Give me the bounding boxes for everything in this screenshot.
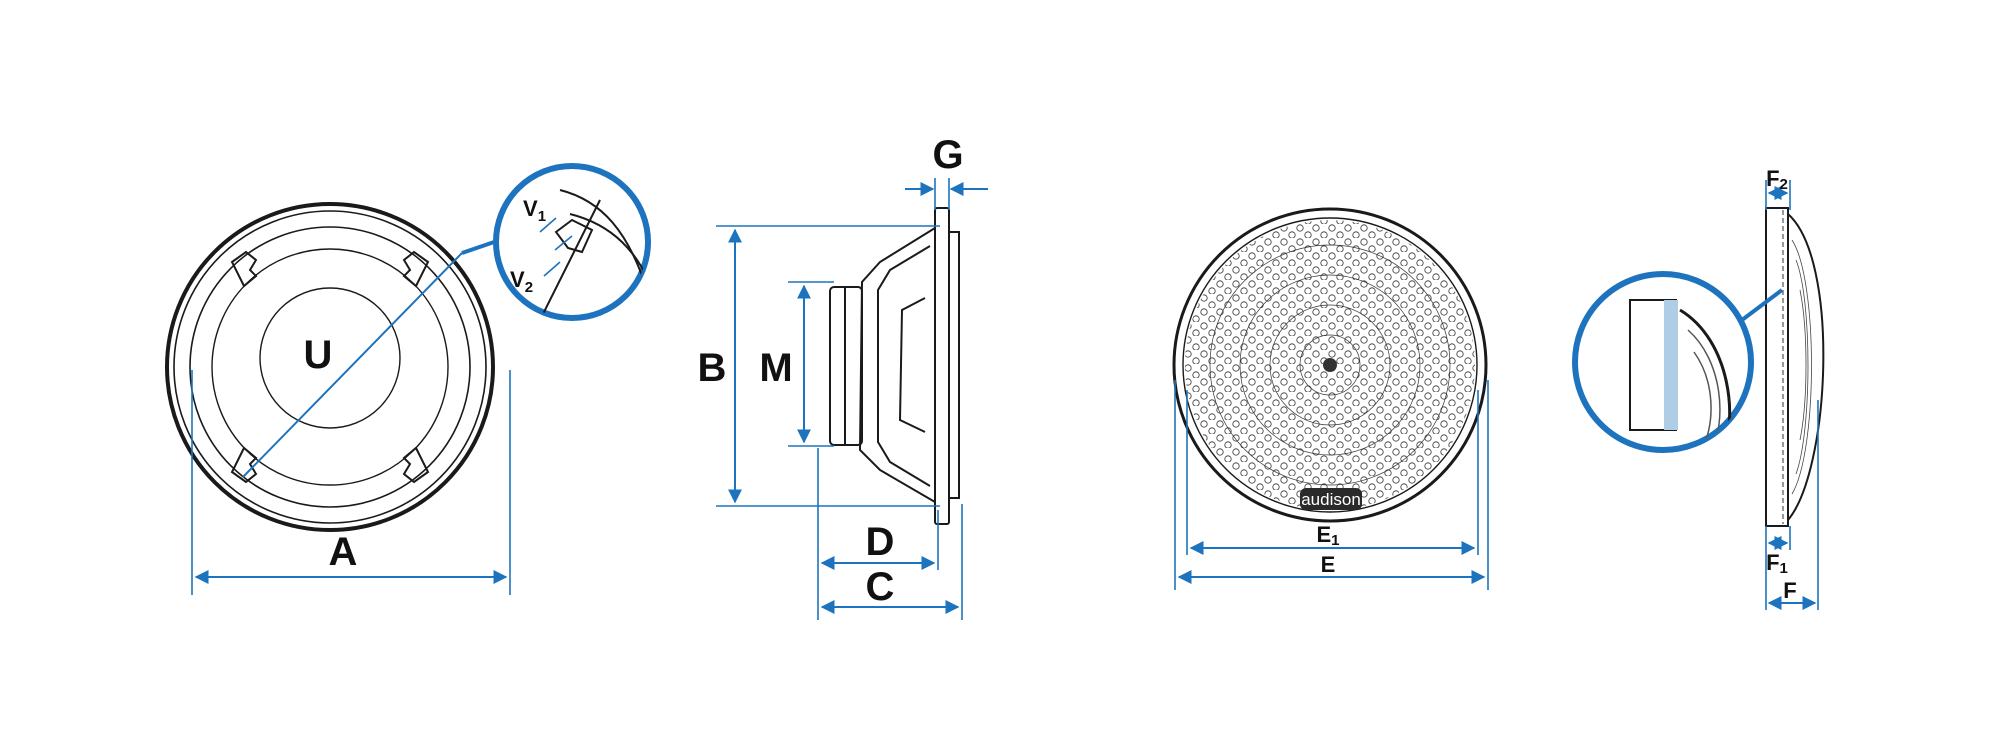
brand-logo-text: audison [1301, 490, 1361, 509]
grille-side-view [1765, 207, 1825, 527]
label-f: F [1783, 578, 1796, 603]
grille-center-hub [1323, 358, 1337, 372]
grille-frame-side [1765, 207, 1789, 527]
grille-front-view: audison [1172, 207, 1488, 523]
speaker-basket-side [858, 227, 936, 503]
speaker-side-view [829, 207, 960, 525]
mounting-slot-top-right [402, 250, 430, 288]
label-c: C [866, 565, 895, 609]
speaker-surround [189, 226, 471, 508]
callout-detail-mounting-slot: V1 V2 [493, 163, 651, 321]
brand-badge [1300, 488, 1362, 510]
speaker-cone [211, 248, 449, 486]
label-a: A [329, 530, 358, 574]
label-v2: V2 [510, 267, 533, 296]
speaker-outer-rim [165, 202, 495, 532]
dimension-u-line [242, 252, 463, 478]
label-g: G [932, 133, 963, 177]
label-u: U [304, 333, 333, 377]
label-f2: F2 [1766, 166, 1788, 193]
label-m: M [759, 346, 792, 390]
speaker-flange [934, 207, 950, 525]
label-b: B [698, 346, 727, 390]
mounting-slot-bottom-right [402, 446, 430, 484]
label-e1: E1 [1316, 522, 1339, 549]
label-f1: F1 [1766, 550, 1788, 577]
mounting-slot-top-left [230, 250, 258, 288]
callout-detail-grille-clip [1572, 271, 1754, 453]
label-d: D [866, 520, 895, 564]
callout-pointer-2 [1740, 288, 1784, 322]
speaker-dust-cap [259, 287, 401, 429]
speaker-front-view [165, 202, 495, 532]
label-e: E [1321, 552, 1336, 577]
speaker-basket-ring [173, 210, 487, 524]
label-v1: V1 [523, 196, 546, 225]
grille-inner-rim [1182, 217, 1478, 513]
mounting-slot-bottom-left [230, 446, 258, 484]
